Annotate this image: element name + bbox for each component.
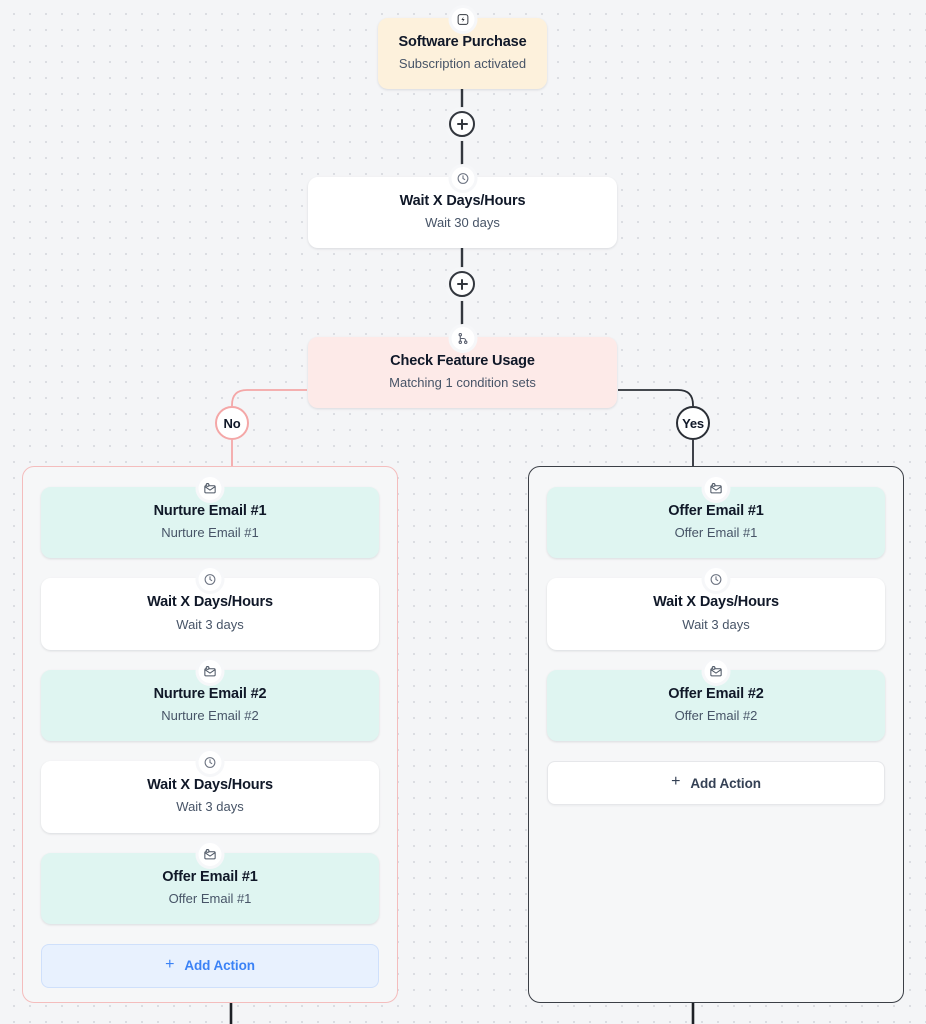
step-title: Wait X Days/Hours <box>653 594 779 611</box>
clock-icon <box>451 167 474 190</box>
branch-label-yes-text: Yes <box>682 415 704 431</box>
plus-icon: + <box>671 773 681 791</box>
wait-main-title: Wait X Days/Hours <box>399 193 526 209</box>
clock-icon <box>198 751 222 775</box>
add-action-button-no-branch[interactable]: + Add Action <box>41 943 379 988</box>
trigger-node[interactable]: Software Purchase Subscription activated <box>378 8 547 90</box>
branch-yes-steps: Offer Email #1 Offer Email #1 Wait X Day… <box>547 477 885 806</box>
branch-label-no-text: No <box>223 415 241 431</box>
step-subtitle: Nurture Email #1 <box>161 525 259 541</box>
step-title: Wait X Days/Hours <box>147 777 273 794</box>
step-subtitle: Nurture Email #2 <box>161 707 259 723</box>
lightning-bolt-icon <box>451 8 474 31</box>
email-icon <box>198 477 222 500</box>
step-subtitle: Offer Email #2 <box>674 707 758 723</box>
step-node-nurture-email-1[interactable]: Nurture Email #1 Nurture Email #1 <box>41 477 379 559</box>
step-node-wait-1[interactable]: Wait X Days/Hours Wait 3 days <box>41 568 379 650</box>
email-icon <box>198 659 222 683</box>
branch-icon <box>451 327 474 350</box>
branch-label-no[interactable]: No <box>215 406 249 440</box>
branch-label-yes[interactable]: Yes <box>676 406 710 440</box>
branch-no-steps: Nurture Email #1 Nurture Email #1 Wait X… <box>41 477 379 988</box>
step-title: Nurture Email #1 <box>153 503 267 519</box>
add-action-label: Add Action <box>690 775 761 791</box>
condition-subtitle: Matching 1 condition sets <box>389 375 536 391</box>
clock-icon <box>704 568 728 592</box>
branch-container-no[interactable]: Nurture Email #1 Nurture Email #1 Wait X… <box>22 466 398 1003</box>
step-title: Offer Email #1 <box>162 868 258 885</box>
clock-icon <box>198 568 222 592</box>
step-title: Nurture Email #2 <box>153 685 267 702</box>
add-action-label: Add Action <box>184 958 255 974</box>
step-node-offer-email-1[interactable]: Offer Email #1 Offer Email #1 <box>41 842 379 924</box>
step-subtitle: Offer Email #1 <box>168 890 252 906</box>
add-action-button-yes-branch[interactable]: + Add Action <box>547 761 885 806</box>
email-icon <box>704 477 728 500</box>
email-icon <box>704 659 728 683</box>
step-node-offer-email-2-yes[interactable]: Offer Email #2 Offer Email #2 <box>547 659 885 742</box>
step-subtitle: Wait 3 days <box>682 616 750 632</box>
plus-icon: + <box>165 955 175 973</box>
condition-title: Check Feature Usage <box>390 353 535 369</box>
step-subtitle: Wait 3 days <box>176 616 244 632</box>
step-node-wait-1-yes[interactable]: Wait X Days/Hours Wait 3 days <box>547 568 885 650</box>
step-node-wait-2[interactable]: Wait X Days/Hours Wait 3 days <box>41 751 379 833</box>
add-step-after-wait-button[interactable] <box>449 271 475 297</box>
email-icon <box>198 842 222 866</box>
condition-node[interactable]: Check Feature Usage Matching 1 condition… <box>308 327 617 409</box>
step-subtitle: Wait 3 days <box>176 799 244 815</box>
wait-main-subtitle: Wait 30 days <box>425 215 500 231</box>
step-node-offer-email-1-yes[interactable]: Offer Email #1 Offer Email #1 <box>547 477 885 559</box>
step-node-nurture-email-2[interactable]: Nurture Email #2 Nurture Email #2 <box>41 659 379 742</box>
step-title: Wait X Days/Hours <box>147 594 273 611</box>
step-title: Offer Email #1 <box>668 503 764 519</box>
wait-node-main[interactable]: Wait X Days/Hours Wait 30 days <box>308 167 617 249</box>
trigger-subtitle: Subscription activated <box>398 56 527 72</box>
trigger-title: Software Purchase <box>398 34 527 50</box>
step-subtitle: Offer Email #1 <box>674 525 758 541</box>
step-title: Offer Email #2 <box>668 685 764 702</box>
branch-container-yes[interactable]: Offer Email #1 Offer Email #1 Wait X Day… <box>528 466 904 1003</box>
add-step-after-trigger-button[interactable] <box>449 111 475 137</box>
